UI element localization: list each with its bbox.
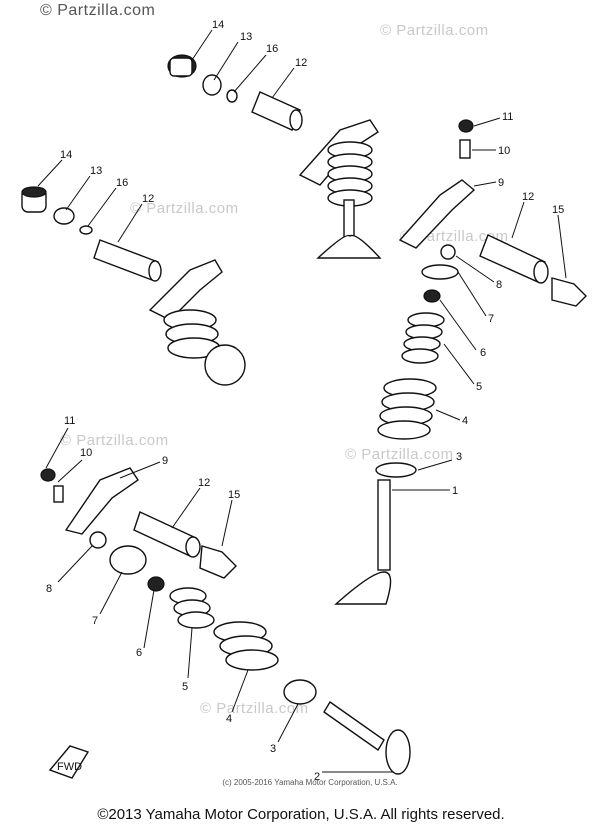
part-number: 8 (496, 279, 502, 291)
part-number: 6 (136, 647, 142, 659)
watermark: © Partzilla.com (200, 700, 309, 717)
part-number: 12 (522, 191, 534, 203)
valve-1-right (334, 479, 392, 605)
part-number: 2 (314, 771, 320, 783)
watermark: © Partzilla.com (345, 446, 454, 463)
outer-spring-4-right (377, 378, 437, 440)
valve-2-lower (323, 700, 411, 775)
valve-head-left (204, 344, 246, 386)
part-number: 11 (64, 415, 75, 427)
rocker-arm-9-right (398, 179, 476, 249)
leader-lines (37, 29, 567, 773)
rocker-arm-9-lower (64, 467, 139, 535)
part-number: 4 (462, 415, 468, 427)
part-number: 4 (226, 713, 232, 725)
valve-spring-upper (327, 141, 373, 207)
cotter-8-right (440, 244, 456, 260)
o-ring-16-upper (226, 89, 238, 103)
watermark-top: © Partzilla.com (40, 2, 156, 19)
fwd-arrow: FWD (48, 745, 90, 779)
o-ring-16-left (79, 225, 93, 235)
part-number: 10 (80, 447, 92, 459)
seal-6-lower (147, 576, 165, 592)
part-number: 9 (162, 455, 168, 467)
part-number: 15 (228, 489, 240, 501)
retainer-7-lower (109, 545, 147, 575)
part-number: 3 (456, 451, 462, 463)
part-number: 12 (142, 193, 154, 205)
part-number: 11 (502, 111, 513, 123)
part-number: 5 (476, 381, 482, 393)
part-number: 10 (498, 145, 510, 157)
washer-13-upper (202, 74, 222, 96)
adjuster-10-lower (53, 485, 64, 503)
seat-3-right (375, 462, 417, 478)
washer-13-left (53, 207, 75, 225)
part-number: 7 (92, 615, 98, 627)
inner-spring-5-lower (169, 587, 215, 629)
part-number: 3 (270, 743, 276, 755)
part-number: 14 (60, 149, 72, 161)
part-number: 9 (498, 177, 504, 189)
plug-14-upper (167, 54, 197, 78)
part-number: 16 (116, 177, 128, 189)
part-number: 15 (552, 204, 564, 216)
diagram-copyright: (c) 2005-2016 Yamaha Motor Corporation, … (222, 778, 398, 787)
seal-6-right (423, 289, 441, 303)
outer-spring-4-lower (213, 621, 279, 671)
watermark: © Partzilla.com (130, 200, 239, 217)
plug-14-left (21, 186, 47, 213)
rocker-shaft-12-right (479, 234, 549, 284)
fwd-label: FWD (57, 761, 82, 773)
rocker-shaft-12-lower (133, 511, 201, 558)
part-number: 7 (488, 313, 494, 325)
seat-3-lower (283, 679, 317, 705)
part-number: 14 (212, 19, 224, 31)
inner-spring-5-right (401, 312, 445, 364)
retainer-7-right (421, 264, 459, 280)
part-number: 5 (182, 681, 188, 693)
adjuster-10-right (459, 139, 471, 159)
part-number: 8 (46, 583, 52, 595)
locknut-11-right (458, 119, 474, 133)
part-number: 13 (240, 31, 252, 43)
part-number: 16 (266, 43, 278, 55)
part-number: 12 (295, 57, 307, 69)
cap-15-right (551, 277, 587, 307)
part-number: 13 (90, 165, 102, 177)
footer-copyright: ©2013 Yamaha Motor Corporation, U.S.A. A… (97, 806, 505, 823)
rocker-shaft-12-left (93, 239, 162, 282)
cotter-8-lower (89, 531, 107, 549)
watermark: © Partzilla.com (380, 22, 489, 39)
locknut-11-lower (40, 468, 56, 482)
rocker-shaft-12-upper (251, 91, 303, 131)
cap-15-lower (199, 545, 237, 579)
part-number: 1 (452, 485, 458, 497)
part-number: 6 (480, 347, 486, 359)
valve-upper (316, 199, 382, 259)
part-number: 12 (198, 477, 210, 489)
watermark: © Partzilla.com (60, 432, 169, 449)
